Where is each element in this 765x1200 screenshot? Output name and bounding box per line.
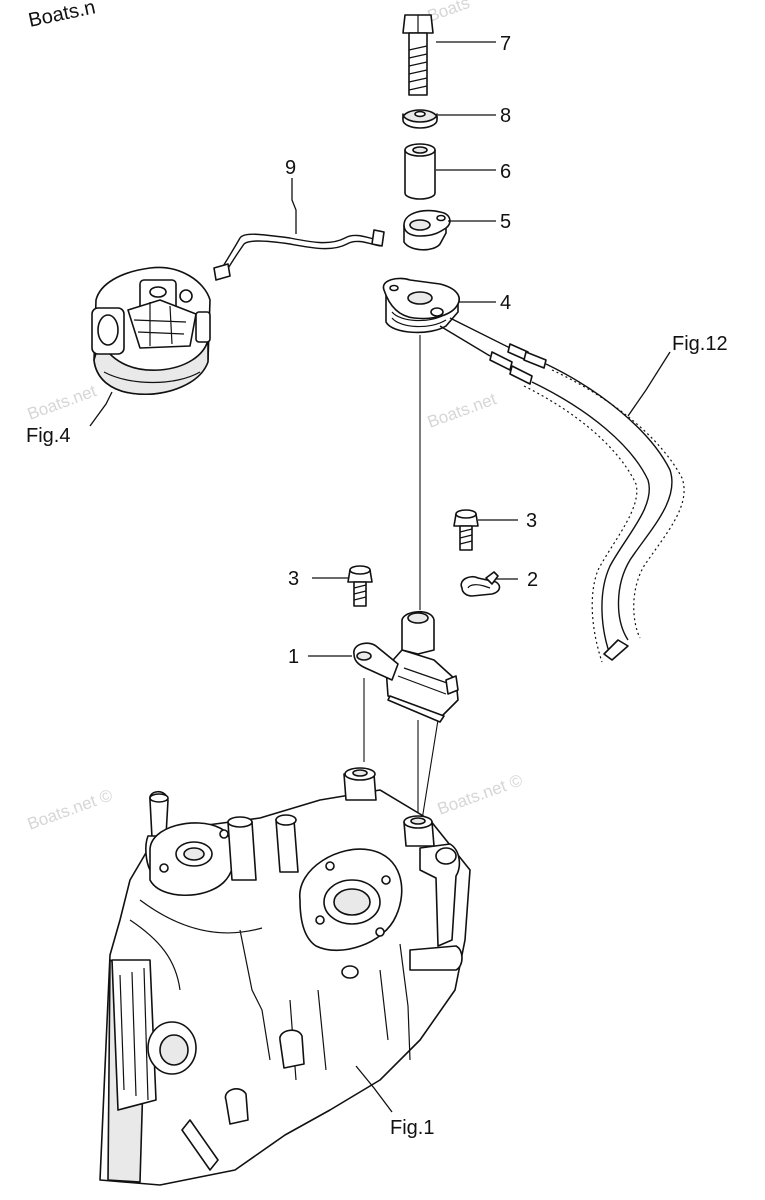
part-7-bolt (402, 14, 434, 96)
part-5-bushing (403, 209, 451, 251)
assembly-axis-lower (421, 719, 439, 821)
callout-3-left: 3 (288, 568, 299, 590)
callout-9: 9 (285, 157, 296, 179)
callout-3-right: 3 (526, 510, 537, 532)
part-2-clip (460, 571, 501, 597)
callout-1: 1 (288, 646, 299, 668)
watermark-middle: Boats.net (425, 389, 499, 432)
fig-ref-12: Fig.12 (672, 333, 728, 355)
leader-lines (89, 41, 671, 1113)
part-6-collar (404, 143, 436, 200)
figure-references: Fig.4 Fig.12 Fig.1 (26, 333, 728, 1139)
callout-4: 4 (500, 292, 511, 314)
part-3-bolt-right (453, 509, 479, 551)
carburetor-assembly (91, 266, 211, 395)
watermark-lower-right: Boats.net © (435, 770, 526, 818)
engine-block-assembly (99, 767, 471, 1186)
callout-2: 2 (527, 569, 538, 591)
part-4-cable-bracket (382, 277, 460, 334)
fig-ref-1: Fig.1 (390, 1117, 434, 1139)
throttle-cables (439, 317, 685, 663)
callout-5: 5 (500, 211, 511, 233)
fig-ref-4: Fig.4 (26, 425, 70, 447)
callout-6: 6 (500, 161, 511, 183)
watermark-lower-left: Boats.net © (25, 785, 116, 833)
callout-labels: 7 8 6 9 5 4 3 2 3 1 (285, 33, 538, 668)
part-1-bracket (353, 610, 459, 723)
watermark-top-left: Boats.n (26, 0, 97, 32)
callout-7: 7 (500, 33, 511, 55)
part-9-link-rod (213, 229, 385, 281)
watermark-left: Boats.net (25, 381, 99, 424)
part-8-washer (402, 109, 438, 129)
callout-8: 8 (500, 105, 511, 127)
part-3-bolt-left (347, 565, 373, 607)
